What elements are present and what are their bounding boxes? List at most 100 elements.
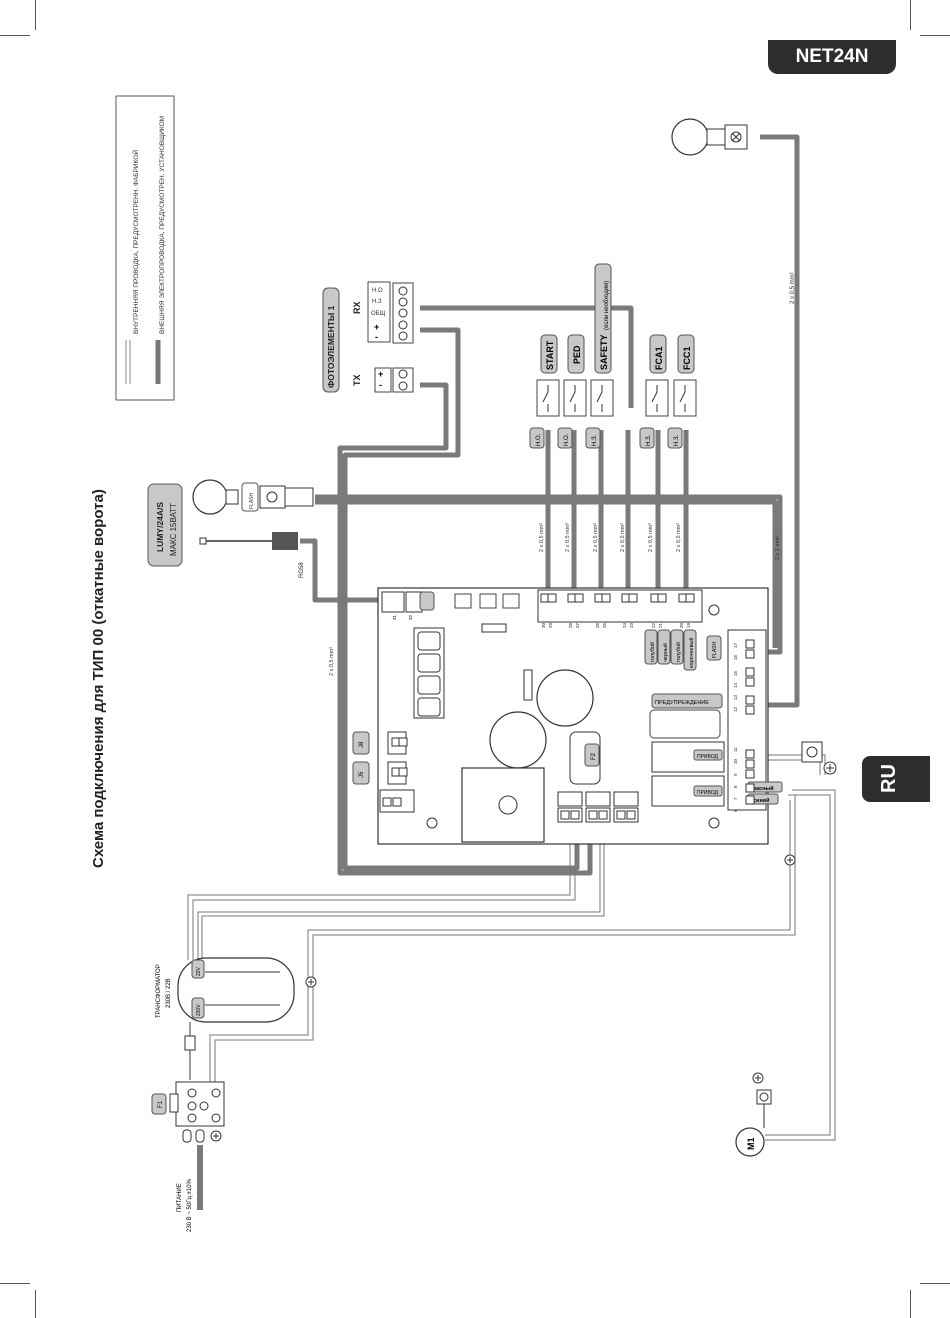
board-button-2 <box>479 593 497 609</box>
language-tab: RU <box>862 756 930 802</box>
external-wiring <box>300 134 800 876</box>
terminal-screw <box>588 810 598 820</box>
rx-term-nc: Н.З <box>372 299 382 305</box>
transformer-label: ТРАНСФОРМАТОР <box>156 964 162 1018</box>
input-safety-note: (если необходим) <box>604 281 610 330</box>
cable-label-photocell: 2 x 0,5 mm² <box>329 647 335 676</box>
svg-text:8: 8 <box>733 785 738 788</box>
terminal-screw <box>598 810 608 820</box>
cable-label-ped: 2 x 0,5 mm² <box>565 523 571 552</box>
terminal-screw <box>745 705 755 715</box>
terminal-screw <box>745 783 755 793</box>
svg-text:30: 30 <box>541 622 546 628</box>
tx-minus: - <box>379 380 382 390</box>
cable-label-com: 2 x 0,5 mm² <box>620 523 626 552</box>
crop-mark <box>0 1283 30 1284</box>
svg-text:7: 7 <box>733 797 738 800</box>
transformer-out: 22V <box>196 966 202 976</box>
crop-mark <box>910 0 911 30</box>
board-warning-label: ПРЕДУПРЕЖДЕНИЕ <box>655 700 709 706</box>
svg-text:6: 6 <box>733 809 738 812</box>
motor-wire-red: красный <box>750 785 774 792</box>
flasher-symbol-icon <box>266 491 278 503</box>
svg-text:31: 31 <box>392 614 397 620</box>
cable-label-start: 2 x 0,5 mm² <box>539 523 545 552</box>
drive-label-2: ПРИВОД <box>697 790 718 796</box>
terminal-screw <box>626 810 636 820</box>
tx-label: TX <box>352 374 362 386</box>
transformer-in: 230V <box>196 1004 202 1016</box>
svg-text:21: 21 <box>658 622 663 628</box>
terminal-screw <box>392 797 402 807</box>
svg-text:11: 11 <box>733 747 738 752</box>
board-button-1 <box>454 593 472 609</box>
svg-text:22: 22 <box>651 622 656 628</box>
encoder-wire-4: коричневый <box>688 637 695 668</box>
input-fca1-contact: Н.З. <box>646 434 652 446</box>
terminal-screw <box>628 593 638 603</box>
power-input: F1 ПИТАНИЕ 230 В ~ 50Гц ±10% <box>151 1081 225 1232</box>
tx-plus: + <box>378 369 383 379</box>
control-board: 31 32 F2 J8 J5 <box>352 587 783 845</box>
terminal-screw <box>570 810 580 820</box>
crop-mark <box>35 1290 36 1318</box>
input-fcc1-contact: Н.З. <box>674 434 680 446</box>
rx-plus: + <box>374 322 379 332</box>
motor-icon <box>735 1127 765 1157</box>
antenna: RG58 <box>199 532 305 578</box>
svg-text:27: 27 <box>575 622 580 628</box>
svg-text:28: 28 <box>568 622 573 628</box>
svg-text:20: 20 <box>679 622 684 628</box>
svg-text:32: 32 <box>408 614 413 620</box>
lamp-cable-label: 2 x 0,5 mm² <box>790 272 796 304</box>
board-button-3 <box>502 593 520 609</box>
rx-label: RX <box>352 301 362 314</box>
encoder-wire-1: голубой <box>649 642 656 662</box>
terminal-screw <box>574 593 584 603</box>
product-tab: NET24N <box>768 40 896 74</box>
transformer: 22V 230V ТРАНСФОРМАТОР 230В / 22В <box>156 957 295 1080</box>
svg-text:14: 14 <box>733 682 738 688</box>
terminal-screw <box>560 810 570 820</box>
crop-mark <box>920 1283 950 1284</box>
input-safety-label: SAFETY <box>599 334 609 370</box>
lamp-bulb-icon <box>671 118 709 156</box>
svg-text:10: 10 <box>733 758 738 764</box>
photocells-label: ФОТОЭЛЕМЕНТЫ 1 <box>326 305 336 388</box>
input-ped-label: PED <box>572 345 582 364</box>
terminal-screw <box>657 593 667 603</box>
terminal-screw <box>398 737 408 747</box>
jumper-j8-label: J8 <box>359 741 365 748</box>
terminal-screw <box>616 810 626 820</box>
svg-text:25: 25 <box>602 622 607 628</box>
svg-text:15: 15 <box>733 670 738 676</box>
board-flash-tag: FLASH <box>712 641 718 658</box>
transformer-ratio: 230В / 22В <box>166 978 172 1008</box>
power-terminal-numbers: 17 16 15 14 13 12 11 10 9 8 7 6 <box>733 642 738 812</box>
cable-label-flasher: 2 x 1 mm² <box>775 535 781 560</box>
motor-wire-blue: синий <box>753 797 770 804</box>
input-fcc1-label: FCC1 <box>682 346 692 370</box>
terminal-screw <box>745 667 755 677</box>
terminal-screw <box>745 759 755 769</box>
flasher-model: LUMY/24A/S <box>155 502 165 552</box>
terminal-screw <box>745 749 755 759</box>
antenna-connector <box>272 532 298 550</box>
encoder-wire-2: черный <box>662 643 669 662</box>
terminal-screw <box>547 593 557 603</box>
encoder-wire-3: голубой <box>675 642 682 662</box>
rx-minus: - <box>375 332 378 342</box>
flasher-tag: FLASH <box>249 492 255 509</box>
legend-box: ВНУТРЕННЯЯ ПРОВОДКА, ПРЕДУСМОТРЕНН. ФАБР… <box>115 95 175 401</box>
terminal-screws <box>382 593 755 820</box>
terminal-screw <box>745 695 755 705</box>
terminal-screw <box>685 593 695 603</box>
terminal-screw <box>745 795 755 805</box>
input-ped-contact: Н.О. <box>564 433 570 446</box>
terminal-screw <box>745 649 755 659</box>
svg-text:26: 26 <box>595 622 600 628</box>
svg-text:16: 16 <box>733 654 738 660</box>
input-devices: START PED SAFETY (если необходим) FCA1 F… <box>529 263 697 449</box>
svg-text:23: 23 <box>629 622 634 628</box>
